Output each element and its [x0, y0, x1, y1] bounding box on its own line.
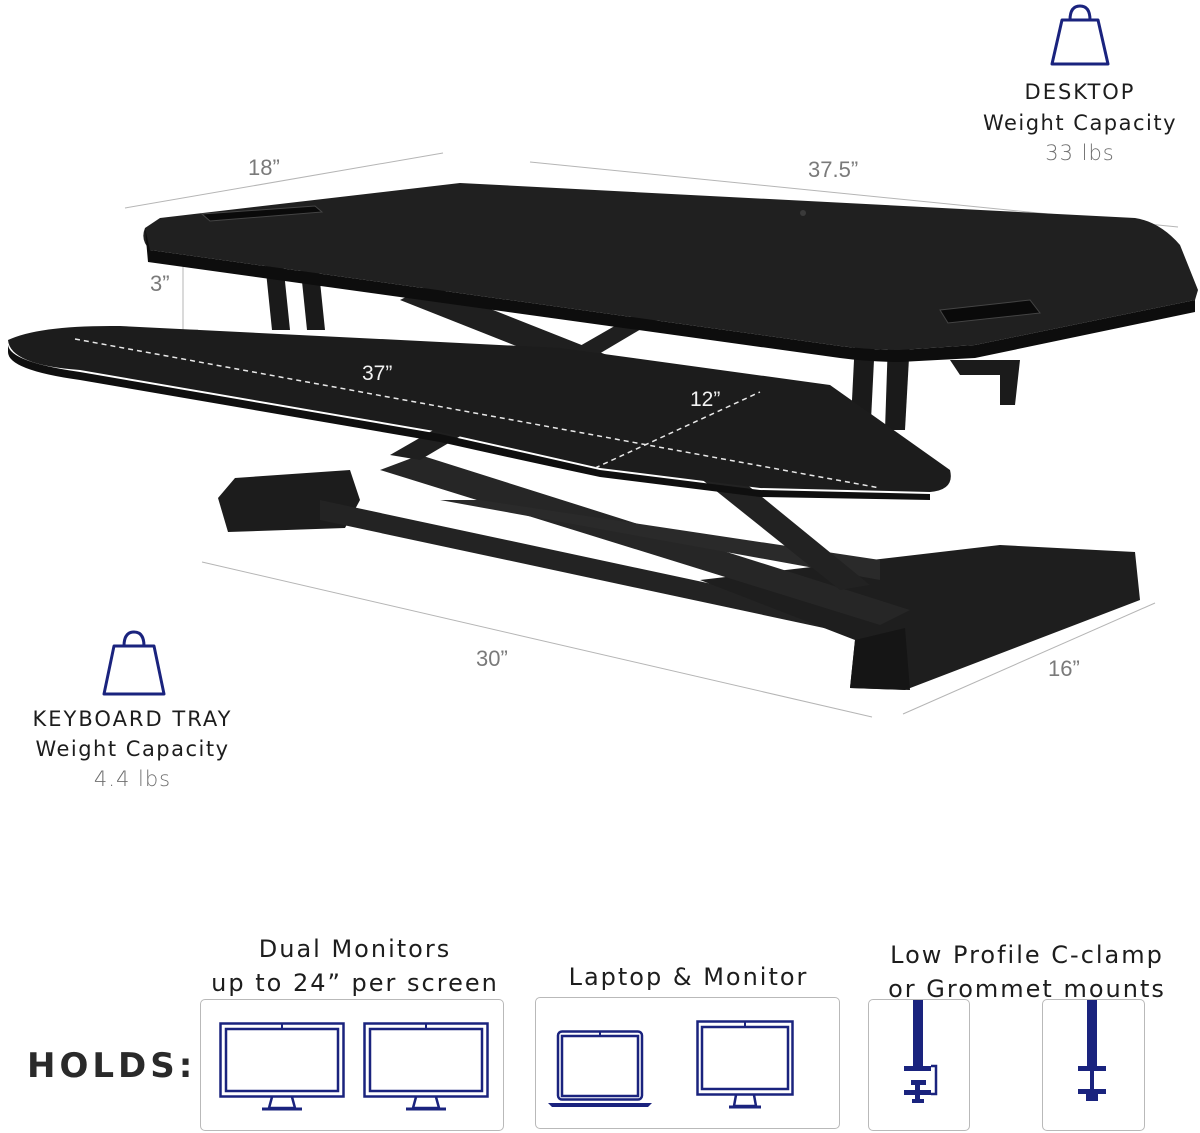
- desktop-capacity: DESKTOP Weight Capacity 33 lbs: [960, 0, 1200, 170]
- feature-label-line1: Laptop & Monitor: [568, 963, 809, 991]
- dimension-desktop-width: 37.5”: [808, 157, 859, 182]
- feature-dual-monitors-box: [200, 999, 504, 1131]
- keyboard-tray-capacity: KEYBOARD TRAY Weight Capacity 4.4 lbs: [0, 625, 265, 795]
- dimension-base-length: 30”: [476, 646, 508, 671]
- feature-dual-monitors-label: Dual Monitors up to 24” per screen: [200, 932, 510, 1000]
- monitor-icon: [696, 1020, 794, 1110]
- c-clamp-icon: [901, 1000, 941, 1110]
- laptop-icon: [546, 1030, 654, 1110]
- weight-icon: [1046, 2, 1114, 68]
- feature-label-line2: or Grommet mounts: [888, 975, 1166, 1003]
- feature-label-line2: up to 24” per screen: [211, 969, 499, 997]
- feature-label-line1: Dual Monitors: [258, 935, 452, 963]
- dimension-tray-depth: 12”: [690, 388, 721, 411]
- desktop-capacity-value: 33 lbs: [1045, 141, 1115, 165]
- feature-grommet-box: [1042, 999, 1145, 1131]
- desktop-capacity-subtitle: Weight Capacity: [982, 111, 1178, 135]
- desktop-capacity-title: DESKTOP: [1024, 80, 1136, 104]
- feature-laptop-monitor-box: [535, 997, 840, 1129]
- feature-laptop-monitor-label: Laptop & Monitor: [536, 960, 841, 994]
- weight-icon: [100, 628, 168, 698]
- grommet-icon: [1073, 1000, 1113, 1110]
- feature-mounts-label: Low Profile C-clamp or Grommet mounts: [868, 938, 1186, 1006]
- desk-riser-illustration: [8, 152, 1198, 718]
- desk-riser-drawing: [8, 152, 1198, 718]
- keyboard-tray-capacity-value: 4.4 lbs: [93, 767, 172, 791]
- monitor-icon: [363, 1022, 489, 1112]
- feature-label-line1: Low Profile C-clamp: [890, 941, 1164, 969]
- dimension-height-gap: 3”: [150, 271, 170, 296]
- holds-label: HOLDS:: [27, 1046, 197, 1086]
- keyboard-tray-capacity-subtitle: Weight Capacity: [35, 737, 230, 761]
- monitor-icon: [219, 1022, 345, 1112]
- dimension-desktop-depth: 18”: [248, 155, 280, 180]
- keyboard-tray-capacity-title: KEYBOARD TRAY: [32, 707, 233, 731]
- dimension-base-depth: 16”: [1048, 656, 1080, 681]
- feature-c-clamp-box: [868, 999, 970, 1131]
- dimension-tray-width: 37”: [362, 362, 393, 385]
